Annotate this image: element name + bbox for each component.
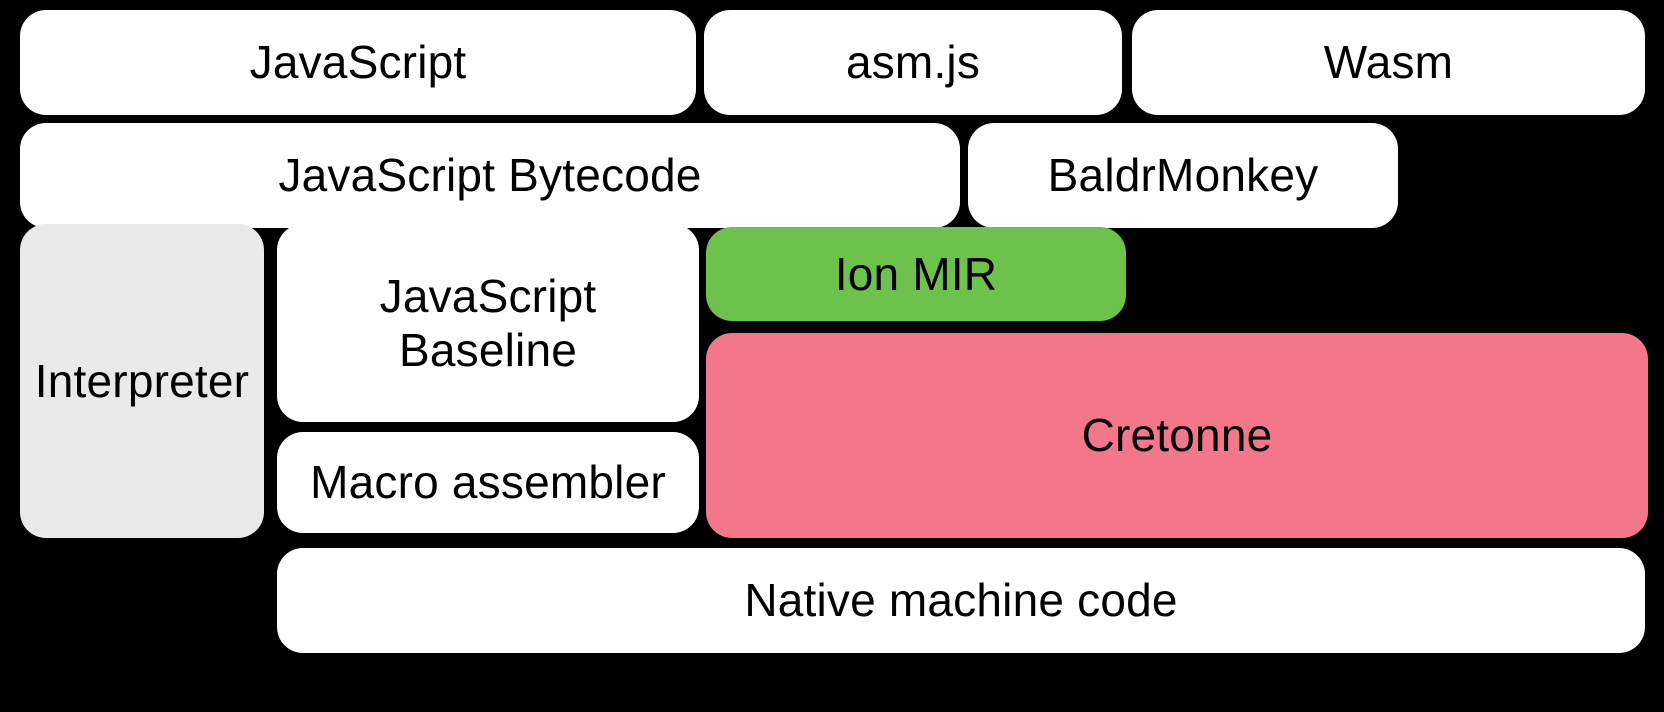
box-javascript-baseline: JavaScript Baseline [277,224,699,422]
box-javascript-bytecode: JavaScript Bytecode [20,123,960,228]
box-macro-assembler: Macro assembler [277,432,699,533]
box-wasm: Wasm [1132,10,1645,115]
box-label-cretonne: Cretonne [1081,409,1273,462]
box-javascript: JavaScript [20,10,696,115]
box-native-machine-code: Native machine code [277,548,1645,653]
box-asm-js: asm.js [704,10,1122,115]
box-label-macro-assembler: Macro assembler [310,456,666,509]
box-ion-mir: Ion MIR [706,227,1126,321]
box-label-baldrmonkey: BaldrMonkey [1047,149,1319,202]
box-label-native-machine-code: Native machine code [744,574,1178,627]
box-label-javascript: JavaScript [249,36,467,89]
box-label-javascript-bytecode: JavaScript Bytecode [278,149,702,202]
box-label-ion-mir: Ion MIR [834,247,998,300]
box-cretonne: Cretonne [706,333,1648,538]
box-label-wasm: Wasm [1323,36,1454,89]
box-label-interpreter: Interpreter [34,354,250,407]
box-baldrmonkey: BaldrMonkey [968,123,1398,228]
box-label-javascript-baseline: JavaScript Baseline [379,269,597,376]
box-label-asm-js: asm.js [845,36,981,89]
box-interpreter: Interpreter [20,224,264,538]
